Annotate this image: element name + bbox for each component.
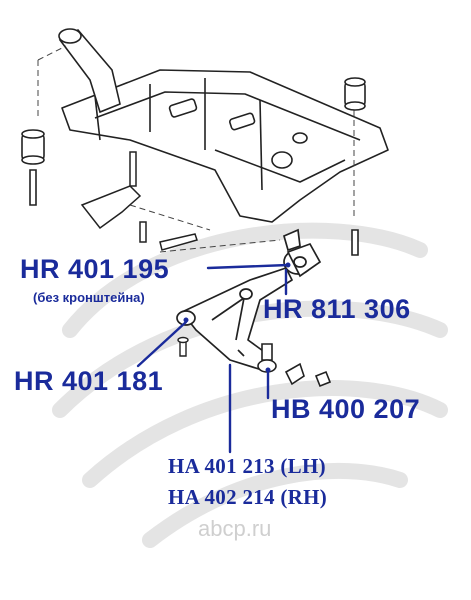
watermark-logo	[52, 222, 448, 548]
ball-joint	[257, 343, 332, 388]
watermark-text: abcp.ru	[198, 516, 272, 541]
lower-control-arm	[176, 267, 293, 371]
label-hr401195-note: (без кронштейна)	[33, 290, 145, 305]
label-hr401181: HR 401 181	[14, 366, 164, 396]
mount-bracket-left	[80, 151, 198, 251]
subframe-bushings	[21, 77, 366, 256]
subframe	[61, 69, 389, 223]
label-ha401213: HA 401 213 (LH)	[168, 454, 326, 478]
arm-bolt	[177, 336, 189, 357]
leader-dots	[183, 262, 291, 373]
label-hr811306: HR 811 306	[263, 294, 411, 324]
label-ha402214: HA 402 214 (RH)	[168, 485, 328, 509]
label-hr401195: HR 401 195	[20, 254, 170, 284]
label-hb400207: HB 400 207	[271, 394, 421, 424]
rear-bushing	[282, 228, 322, 278]
guide-lines	[37, 45, 355, 253]
leader-lines	[136, 263, 290, 454]
front-mount-arm	[58, 28, 121, 114]
